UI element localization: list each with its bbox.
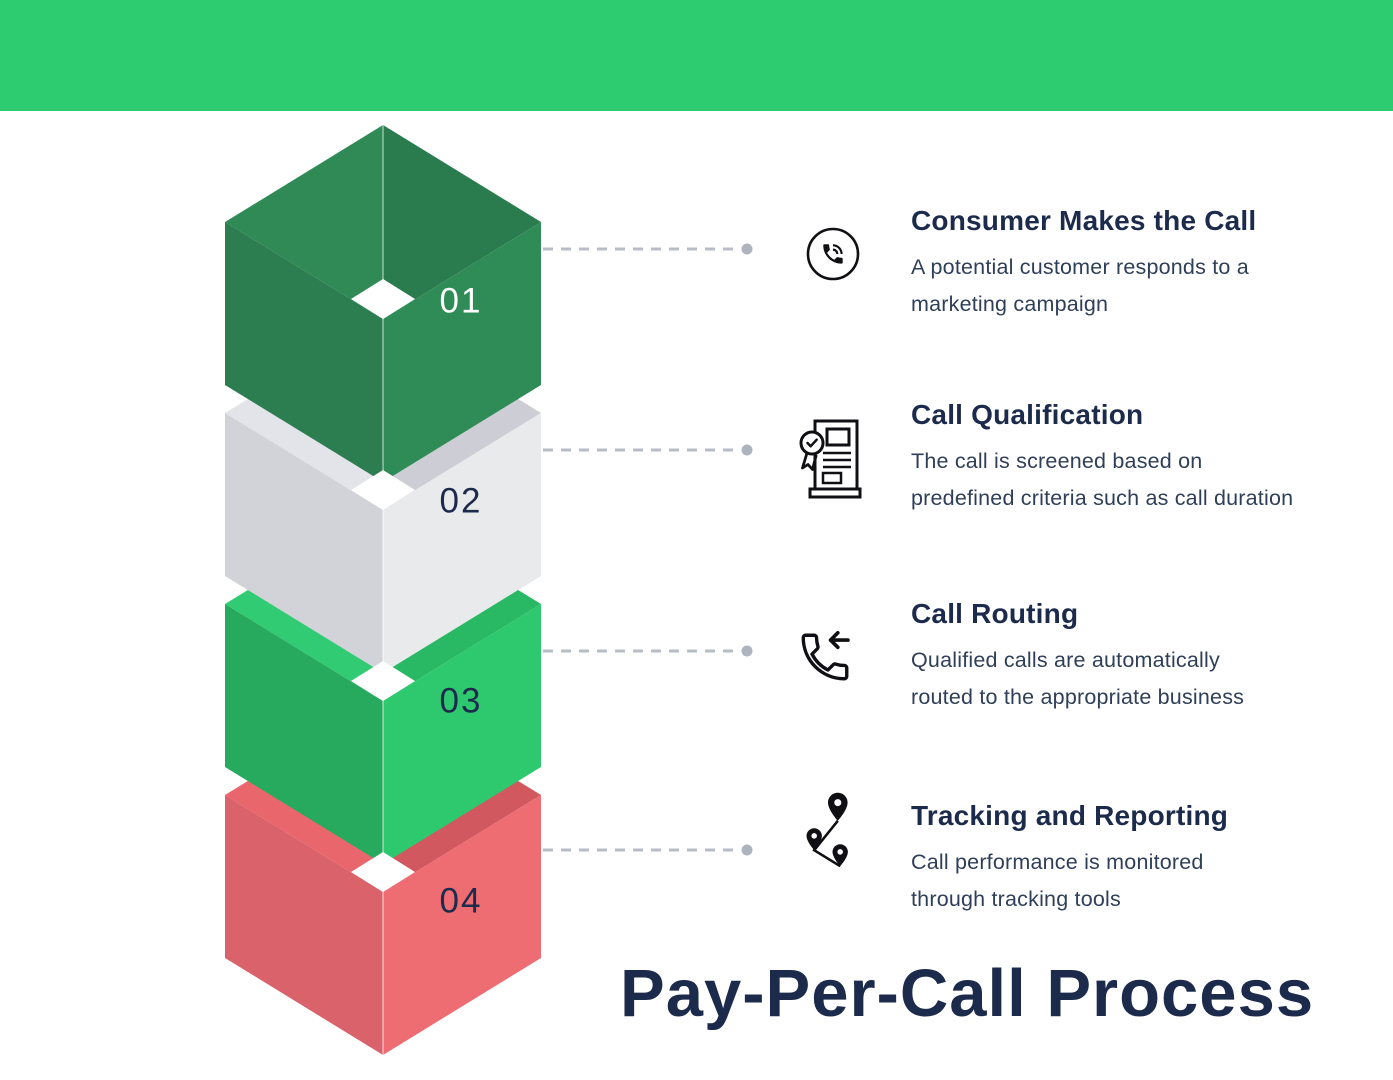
step-1-description-line-1: A potential customer responds to a bbox=[911, 255, 1249, 279]
connector-dot-4 bbox=[741, 844, 753, 856]
diamond-hole-1 bbox=[351, 279, 415, 319]
step-2-heading: Call Qualification bbox=[911, 399, 1144, 430]
step-4: Tracking and Reporting Call performance … bbox=[911, 799, 1391, 918]
step-3-description-line-2: routed to the appropriate business bbox=[911, 685, 1245, 709]
connector-dot-2 bbox=[741, 444, 753, 456]
diamond-hole-3 bbox=[351, 661, 415, 701]
cube-3-left-face bbox=[225, 604, 383, 864]
step-1-description: A potential customer responds to a marke… bbox=[911, 249, 1391, 323]
certificate-document-icon bbox=[797, 416, 863, 507]
cube-1-left-face bbox=[225, 222, 383, 482]
step-4-description-line-2: through tracking tools bbox=[911, 887, 1121, 911]
step-4-description-line-1: Call performance is monitored bbox=[911, 850, 1204, 874]
page-title: Pay-Per-Call Process bbox=[620, 956, 1315, 1031]
cube-1-top-right-face bbox=[383, 125, 541, 319]
cube-step-1 bbox=[225, 125, 541, 482]
cube-1-top-left-face bbox=[225, 125, 383, 319]
step-2-description-line-2: predefined criteria such as call duratio… bbox=[911, 486, 1294, 510]
cube-3-right-face bbox=[383, 604, 541, 864]
connector-lines bbox=[543, 243, 753, 856]
connector-dot-3 bbox=[741, 645, 753, 657]
step-2-description-line-1: The call is screened based on bbox=[911, 449, 1203, 473]
cube-number-04: 04 bbox=[440, 882, 483, 921]
step-3-description: Qualified calls are automatically routed… bbox=[911, 642, 1391, 716]
cube-number-01: 01 bbox=[440, 282, 483, 321]
cube-4-left-face bbox=[225, 795, 383, 1055]
diamond-hole-2 bbox=[351, 470, 415, 510]
step-4-description: Call performance is monitored through tr… bbox=[911, 844, 1391, 918]
step-3-description-line-1: Qualified calls are automatically bbox=[911, 648, 1220, 672]
step-1-description-line-2: marketing campaign bbox=[911, 292, 1109, 316]
cube-number-02: 02 bbox=[440, 482, 483, 521]
phone-call-icon bbox=[805, 226, 861, 287]
cube-1-right-face bbox=[383, 222, 541, 482]
header-bar bbox=[0, 0, 1393, 111]
step-3-heading: Call Routing bbox=[911, 598, 1079, 629]
step-4-heading: Tracking and Reporting bbox=[911, 800, 1229, 831]
step-2: Call Qualification The call is screened … bbox=[911, 398, 1391, 517]
step-3: Call Routing Qualified calls are automat… bbox=[911, 597, 1391, 716]
cube-4-right-face bbox=[383, 795, 541, 1055]
step-1: Consumer Makes the Call A potential cust… bbox=[911, 204, 1391, 323]
step-2-description: The call is screened based on predefined… bbox=[911, 443, 1391, 517]
location-tracking-icon bbox=[799, 792, 859, 897]
diamond-hole-4 bbox=[351, 852, 415, 892]
connector-dot-1 bbox=[741, 243, 753, 255]
phone-incoming-call-icon bbox=[796, 628, 854, 691]
cube-number-03: 03 bbox=[440, 682, 483, 721]
cube-2-right-face bbox=[383, 413, 541, 673]
step-1-heading: Consumer Makes the Call bbox=[911, 205, 1257, 236]
cube-2-left-face bbox=[225, 413, 383, 673]
